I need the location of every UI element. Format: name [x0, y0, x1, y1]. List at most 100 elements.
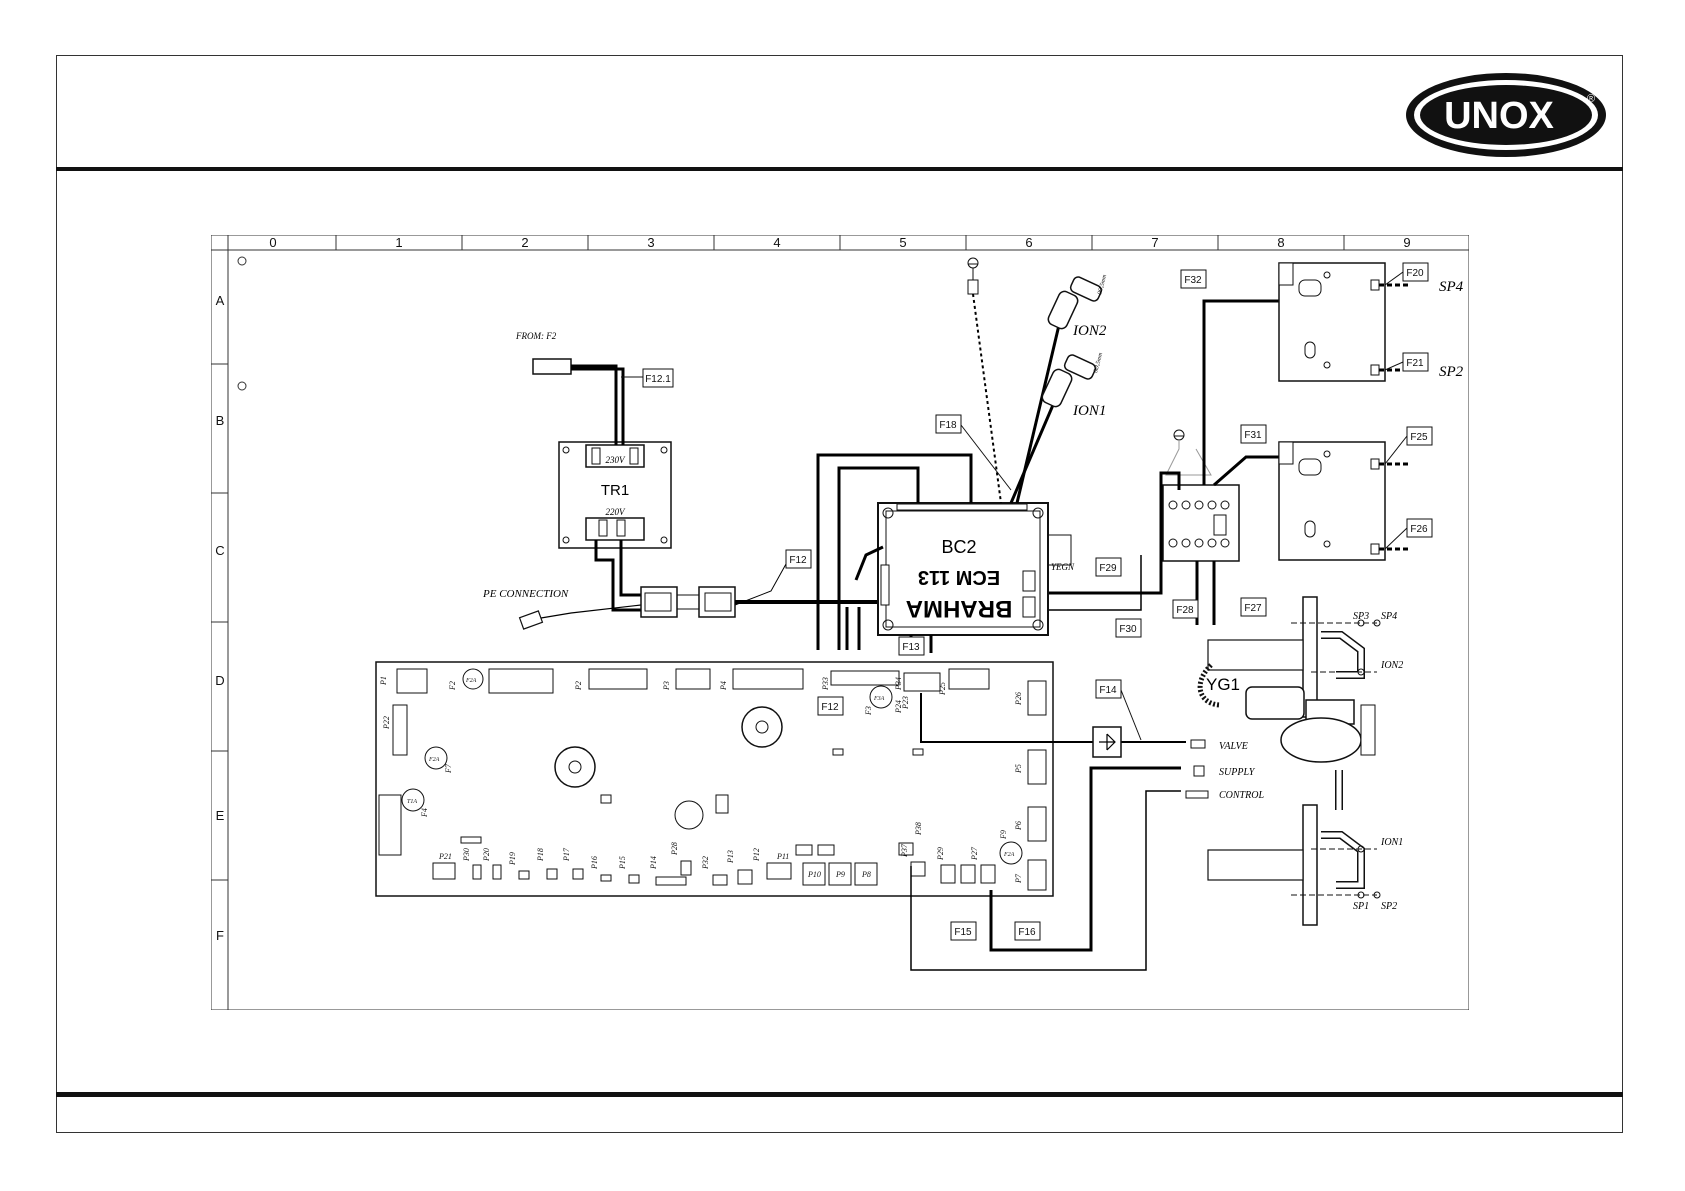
- ion2-label: ION2: [1072, 323, 1107, 339]
- tag-f20: F20: [1402, 262, 1429, 282]
- tag-f15: F15: [950, 921, 977, 941]
- grid-col-5: 5: [899, 235, 906, 250]
- p3-label: P3: [662, 681, 671, 691]
- p11-label: P11: [776, 852, 789, 861]
- f7-label: F7: [444, 763, 453, 774]
- supply-label: SUPPLY: [1219, 767, 1256, 778]
- grid-row-d: D: [215, 673, 224, 688]
- tag-f14: F14: [1095, 679, 1122, 699]
- header-rule: [56, 167, 1623, 171]
- p37-label: P37: [900, 843, 909, 858]
- brahma-label: BRAHMA: [906, 595, 1013, 622]
- sp4-label: SP4: [1439, 279, 1464, 295]
- svg-text:F25: F25: [1410, 432, 1428, 443]
- p15-label: P15: [618, 856, 627, 870]
- f2a-b-label: F2A: [428, 757, 440, 763]
- grid-row-b: B: [216, 413, 225, 428]
- relay-block: [1162, 484, 1240, 562]
- tag-f18: F18: [935, 414, 962, 434]
- p14-label: P14: [649, 856, 658, 870]
- yg1-label: YG1: [1206, 675, 1240, 694]
- p29-label: P29: [936, 847, 945, 861]
- grid-col-1: 1: [395, 235, 402, 250]
- grid-row-c: C: [215, 543, 224, 558]
- p25-label: P25: [938, 682, 947, 696]
- f4-label: F4: [420, 808, 429, 818]
- p8-label: P8: [861, 870, 871, 879]
- p21-label: P21: [438, 852, 452, 861]
- svg-text:F16: F16: [1018, 927, 1036, 938]
- transformer-tr1: 230V TR1 220V: [558, 441, 672, 549]
- sp3-small-label: SP3: [1353, 611, 1369, 622]
- p30-label: P30: [462, 848, 471, 862]
- svg-text:F29: F29: [1099, 563, 1117, 574]
- p27-label: P27: [970, 846, 979, 861]
- tr1-220v: 220V: [606, 507, 627, 517]
- t1a-label: T1A: [407, 799, 417, 805]
- svg-text:F26: F26: [1410, 524, 1428, 535]
- p5-label: P5: [1014, 764, 1023, 774]
- p24-label: P24: [894, 700, 903, 714]
- f2a-label: F2A: [465, 678, 477, 684]
- bc2-module: BC2 ECM 113 BRAHMA YEGN: [877, 502, 1075, 636]
- grid-col-7: 7: [1151, 235, 1158, 250]
- wiring-diagram: 0 1 2 3 4 5 6 7 8 9 A B C D E F 230V TR1…: [211, 235, 1469, 1010]
- grid-col-8: 8: [1277, 235, 1284, 250]
- ion2-length: 0Ø,5mm: [1097, 274, 1108, 296]
- logo-text: UNOX: [1444, 95, 1554, 137]
- p7-label: P7: [1014, 873, 1023, 884]
- pcb-connector-labels: P1 F2 F2A P2 P3 P4 P33 F3 F3A P34 P24 P2…: [379, 676, 1023, 884]
- tag-f16: F16: [1014, 921, 1041, 941]
- tag-f21: F21: [1402, 352, 1429, 372]
- drawing-sheet: [56, 55, 1623, 1133]
- svg-text:F30: F30: [1119, 624, 1137, 635]
- grid-col-4: 4: [773, 235, 780, 250]
- grid-col-0: 0: [269, 235, 276, 250]
- bc2-label: BC2: [941, 537, 976, 557]
- grid-column-ticks: [335, 235, 1345, 250]
- f3a-label: F3A: [873, 696, 885, 702]
- main-pcb: [375, 661, 1054, 897]
- p23-label: P23: [901, 696, 910, 710]
- svg-text:F27: F27: [1244, 603, 1262, 614]
- tag-f31: F31: [1240, 424, 1267, 444]
- p6-label: P6: [1014, 821, 1023, 831]
- svg-text:F28: F28: [1176, 605, 1194, 616]
- p26-label: P26: [1014, 692, 1023, 706]
- f2a-c-label: F2A: [1003, 852, 1015, 858]
- ignition-transformer-lower: [1278, 441, 1386, 561]
- control-label: CONTROL: [1219, 790, 1264, 801]
- p32-label: P32: [701, 856, 710, 870]
- tag-f28: F28: [1172, 599, 1199, 619]
- grid-row-f: F: [216, 928, 224, 943]
- grid-row-a: A: [216, 293, 225, 308]
- ignition-transformer-upper: [1278, 262, 1386, 382]
- svg-text:F32: F32: [1184, 275, 1202, 286]
- tag-f12b: F12: [817, 696, 844, 716]
- p1-label: P1: [379, 676, 388, 686]
- p22-label: P22: [382, 716, 391, 730]
- p33-label: P33: [821, 677, 830, 691]
- grid-row-ticks: [211, 363, 228, 881]
- wire-tags: F12.1 F12 F12 F13 F14 F15 F16 F18 F20 F2…: [621, 262, 1433, 941]
- svg-text:F12: F12: [821, 702, 839, 713]
- yegn-label: YEGN: [1051, 562, 1075, 572]
- tag-f12-1: F12.1: [642, 368, 674, 388]
- ion2-right-label: ION2: [1380, 660, 1403, 671]
- ecm-label: ECM 113: [918, 566, 1000, 588]
- tag-f25: F25: [1406, 426, 1433, 446]
- sp2-small-label: SP2: [1381, 901, 1397, 912]
- tag-f13: F13: [898, 636, 925, 656]
- f9-label: F9: [999, 830, 1008, 840]
- p19-label: P19: [508, 852, 517, 866]
- ion1-length: 0Ø,5mm: [1093, 352, 1104, 374]
- sp2-label: SP2: [1439, 364, 1464, 380]
- f2-label: F2: [448, 681, 457, 691]
- grid-col-2: 2: [521, 235, 528, 250]
- p10-label: P10: [807, 870, 821, 879]
- tag-f30: F30: [1115, 618, 1142, 638]
- valve-label: VALVE: [1219, 741, 1248, 752]
- p13-label: P13: [726, 850, 735, 864]
- tr1-label: TR1: [601, 482, 629, 499]
- tag-f26: F26: [1406, 518, 1433, 538]
